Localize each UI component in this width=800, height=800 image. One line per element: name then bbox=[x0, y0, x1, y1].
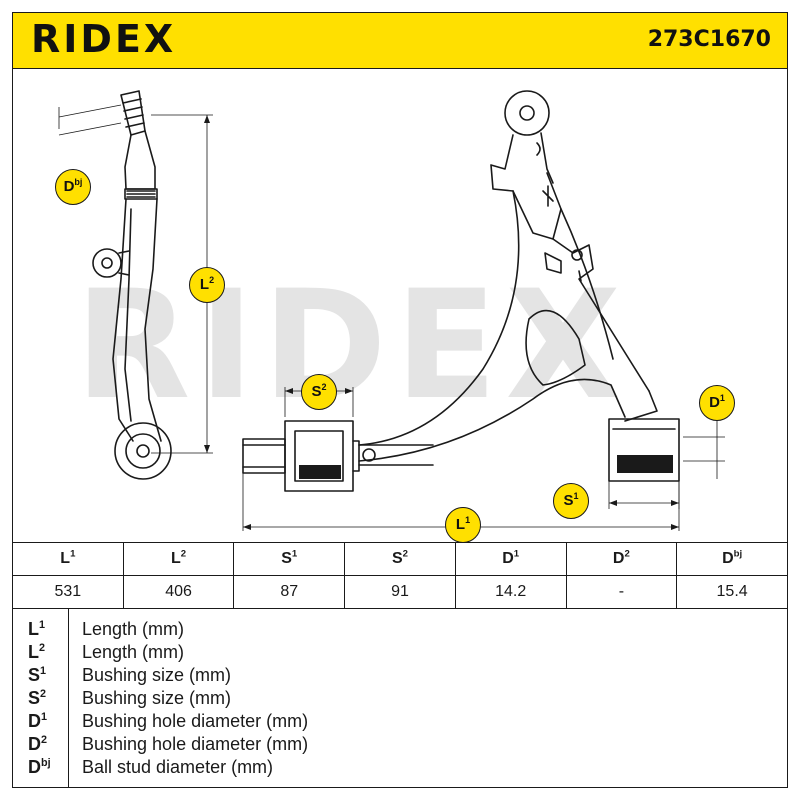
part-number: 273C1670 bbox=[647, 27, 771, 52]
spec-table: L1 L2 S1 S2 D1 D2 Dbj 531 406 87 91 14.2… bbox=[13, 542, 787, 609]
top-view-arm bbox=[242, 90, 680, 492]
spec-header-row: L1 L2 S1 S2 D1 D2 Dbj bbox=[13, 542, 787, 576]
badge-d1: D1 bbox=[699, 385, 735, 421]
badge-s2: S2 bbox=[301, 374, 337, 410]
legend-symbol: L1 bbox=[28, 619, 46, 639]
legend-item: S2 Bushing size (mm) bbox=[13, 688, 787, 710]
badge-l1: L1 bbox=[445, 507, 481, 543]
document-frame: RIDEX 273C1670 RIDEX bbox=[12, 12, 788, 788]
brand-logo: RIDEX bbox=[31, 17, 177, 61]
badge-s1: S1 bbox=[553, 483, 589, 519]
legend-description: Bushing size (mm) bbox=[82, 665, 232, 685]
spec-value-l1: 531 bbox=[13, 575, 124, 609]
watermark: RIDEX bbox=[75, 259, 629, 433]
legend-description: Ball stud diameter (mm) bbox=[82, 757, 274, 777]
legend-symbol: D1 bbox=[28, 711, 48, 731]
spec-header-cell: Dbj bbox=[676, 542, 787, 576]
control-arm-drawing bbox=[58, 90, 725, 531]
header-bar: RIDEX 273C1670 bbox=[13, 13, 787, 69]
spec-value-l2: 406 bbox=[122, 575, 235, 609]
spec-value-dbj: 15.4 bbox=[676, 575, 787, 609]
legend-item: Dbj Ball stud diameter (mm) bbox=[13, 757, 787, 779]
spec-header-cell: L1 bbox=[13, 542, 124, 576]
spec-value-s2: 91 bbox=[344, 575, 456, 609]
spec-header-cell: D2 bbox=[565, 542, 678, 576]
legend-item: S1 Bushing size (mm) bbox=[13, 665, 787, 687]
legend-description: Bushing hole diameter (mm) bbox=[82, 734, 309, 754]
legend-symbol: L2 bbox=[28, 642, 46, 662]
spec-value-d1: 14.2 bbox=[454, 575, 567, 609]
dimension-lines bbox=[58, 104, 725, 531]
legend-description: Length (mm) bbox=[82, 642, 185, 662]
legend-symbol: D2 bbox=[28, 734, 48, 754]
legend-item: D2 Bushing hole diameter (mm) bbox=[13, 734, 787, 756]
spec-header-cell: L2 bbox=[122, 542, 235, 576]
legend-item: D1 Bushing hole diameter (mm) bbox=[13, 711, 787, 733]
legend-symbol: Dbj bbox=[28, 757, 51, 777]
legend-description: Length (mm) bbox=[82, 619, 185, 639]
spec-value-s1: 87 bbox=[233, 575, 346, 609]
legend-item: L1 Length (mm) bbox=[13, 619, 787, 641]
badge-dbj: Dbj bbox=[55, 169, 91, 205]
spec-value-d2: - bbox=[565, 575, 678, 609]
side-view-arm bbox=[92, 90, 172, 480]
legend-description: Bushing size (mm) bbox=[82, 688, 232, 708]
legend-description: Bushing hole diameter (mm) bbox=[82, 711, 309, 731]
legend-symbol: S1 bbox=[28, 665, 47, 685]
legend: L1 Length (mm) L2 Length (mm) S1 Bushing… bbox=[13, 608, 787, 787]
spec-header-cell: D1 bbox=[454, 542, 567, 576]
legend-item: L2 Length (mm) bbox=[13, 642, 787, 664]
legend-divider bbox=[68, 609, 69, 787]
technical-drawing: RIDEX bbox=[13, 69, 787, 543]
badge-l2: L2 bbox=[189, 267, 225, 303]
legend-symbol: S2 bbox=[28, 688, 47, 708]
spec-value-row: 531 406 87 91 14.2 - 15.4 bbox=[13, 575, 787, 609]
spec-header-cell: S1 bbox=[233, 542, 346, 576]
spec-header-cell: S2 bbox=[344, 542, 456, 576]
